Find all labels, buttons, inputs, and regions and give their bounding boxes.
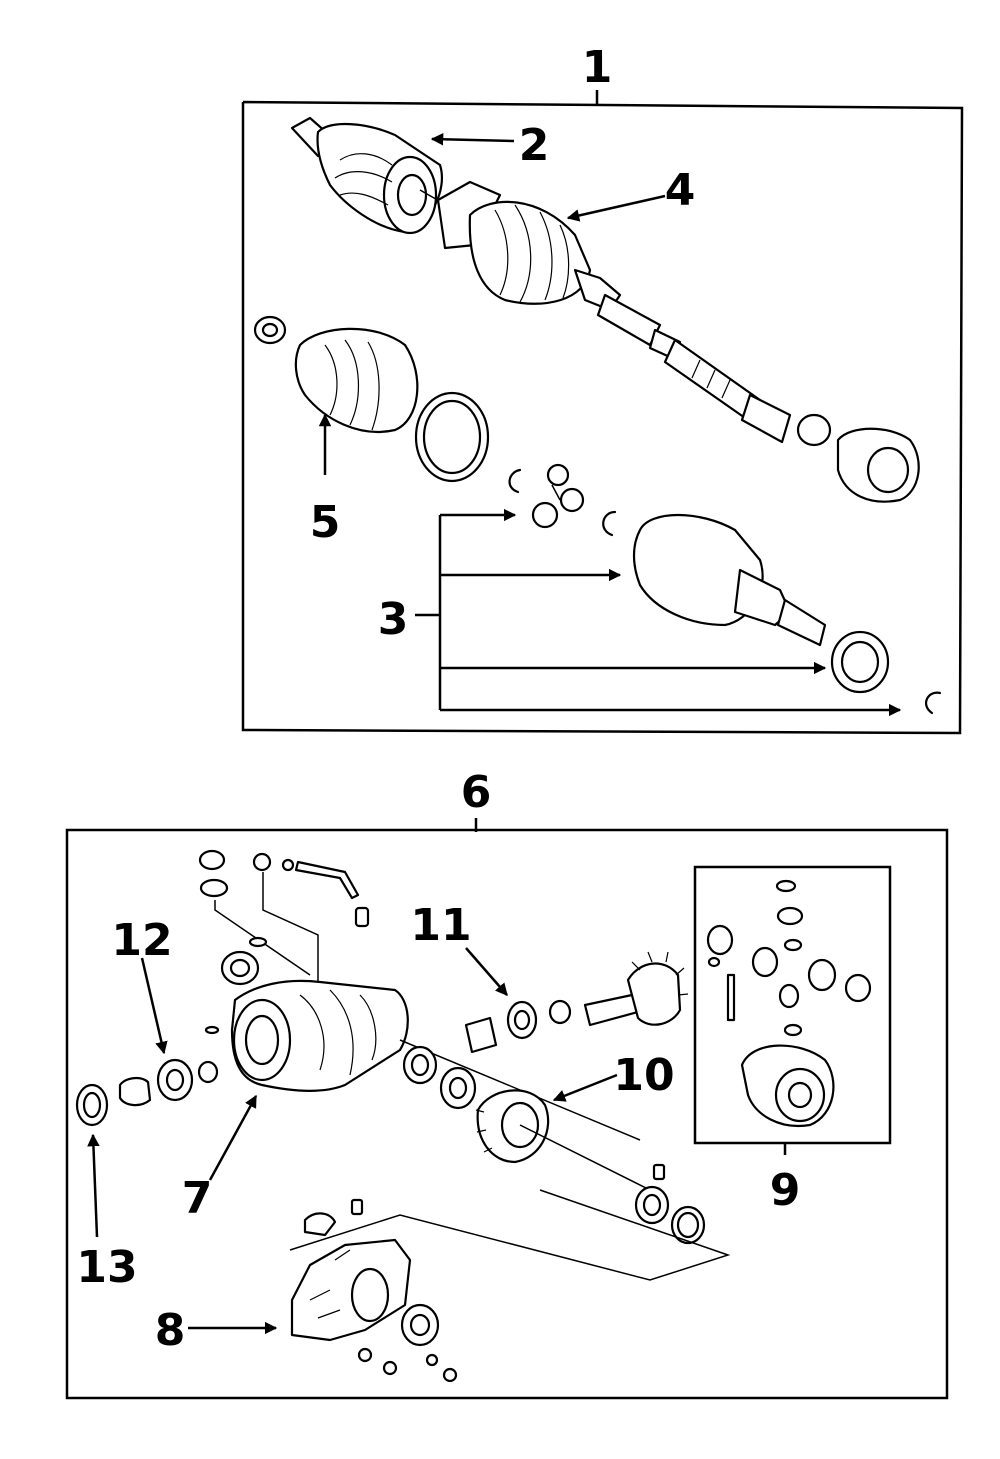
outer-joint-part-2 [290, 116, 456, 235]
callout-12: 12 [111, 915, 172, 966]
flange-part-12 [118, 1058, 219, 1107]
callout-11: 11 [410, 900, 471, 951]
pinion-parts-part-11 [464, 951, 689, 1054]
ring-gear-part-10 [402, 1045, 651, 1191]
lower-frame [65, 828, 949, 1400]
tripod-joint-part-3 [508, 463, 942, 715]
arrow-2 [430, 133, 515, 146]
callout-13: 13 [76, 1242, 137, 1293]
breather-parts [198, 849, 370, 985]
callout-1: 1 [582, 42, 613, 93]
callout-4: 4 [665, 165, 696, 216]
callout-6: 6 [461, 767, 492, 818]
carrier-housing-part-7 [204, 936, 641, 1141]
callout-labels: 1 2 3 4 5 6 7 8 9 10 11 12 13 [76, 42, 800, 1356]
callout-5: 5 [310, 497, 341, 548]
drive-shaft-assembly-panel [241, 90, 964, 735]
arrow-12 [140, 957, 168, 1055]
arrow-10 [552, 1073, 618, 1102]
inner-boot-part-4 [436, 180, 792, 444]
callout-2: 2 [519, 120, 550, 171]
outer-cup [796, 413, 920, 503]
carrier-cover-part-8 [290, 1198, 458, 1383]
arrow-7 [208, 1094, 258, 1181]
arrow-13 [87, 1133, 100, 1238]
callout-3: 3 [378, 594, 409, 645]
differential-assembly-panel [65, 818, 949, 1400]
callout-8: 8 [155, 1305, 186, 1356]
arrow-11 [465, 947, 508, 996]
callout-9: 9 [770, 1165, 801, 1216]
differential-case-part-9 [706, 879, 872, 1128]
arrow-4 [566, 194, 666, 222]
side-bearing-parts [289, 1163, 731, 1281]
bracket-3 [415, 508, 902, 717]
inset-frame-9 [693, 865, 892, 1145]
upper-frame [241, 100, 964, 735]
boot-part-5 [253, 315, 490, 483]
oil-seal-part-13 [75, 1083, 109, 1127]
callout-7: 7 [182, 1173, 213, 1224]
callout-10: 10 [613, 1050, 674, 1101]
